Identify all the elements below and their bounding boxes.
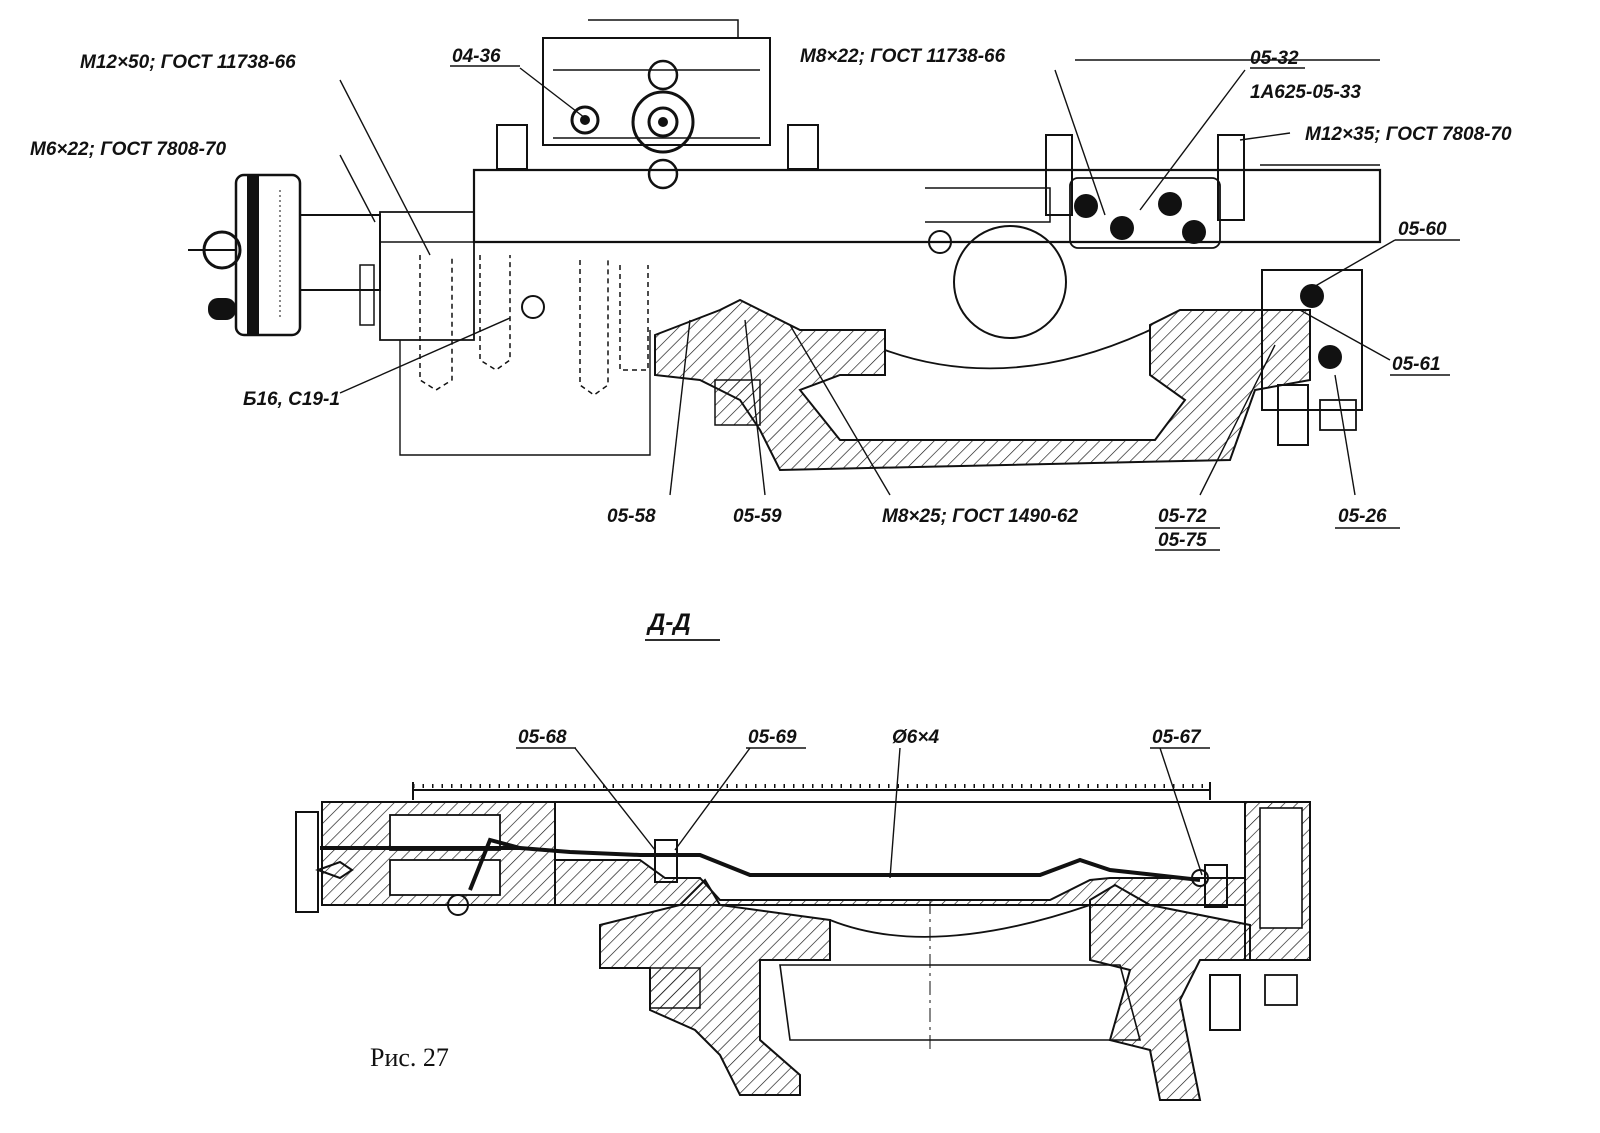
label-05-75: 05-75 (1158, 530, 1207, 551)
guide-bed-section (654, 298, 1311, 472)
label-b16-c19-1: Б16, С19-1 (243, 389, 340, 410)
label-04-36: 04-36 (452, 46, 501, 67)
label-05-59: 05-59 (733, 506, 782, 527)
label-05-69: 05-69 (748, 727, 797, 748)
label-05-67: 05-67 (1152, 727, 1202, 748)
nut-b16 (521, 295, 545, 319)
label-m12x35: M12×35; ГОСТ 7808-70 (1305, 124, 1512, 145)
top-view-assembly (188, 19, 1382, 472)
label-05-68: 05-68 (518, 727, 567, 748)
leader-lines-section (516, 747, 1210, 879)
top-view-labels: M12×50; ГОСТ 11738-66 04-36 M8×22; ГОСТ … (30, 46, 1512, 551)
nuts-top (496, 124, 1245, 221)
lubrication-pipe (295, 811, 1298, 1031)
top-housing-block (542, 19, 771, 146)
section-view-labels: 05-68 05-69 Ø6×4 05-67 (518, 727, 1202, 748)
label-m12x50: M12×50; ГОСТ 11738-66 (80, 52, 296, 73)
figure-caption: Рис. 27 (370, 1043, 449, 1072)
label-pipe-dia: Ø6×4 (892, 727, 939, 748)
surface-hatch-line (412, 782, 1211, 800)
section-title: Д-Д (646, 609, 691, 636)
label-05-60: 05-60 (1398, 219, 1447, 240)
handwheel (188, 173, 381, 337)
label-m6x22: M6×22; ГОСТ 7808-70 (30, 139, 226, 160)
right-clamp (1261, 269, 1363, 446)
section-slide-body (321, 801, 1311, 961)
bolt-04-36 (570, 105, 600, 135)
label-05-61: 05-61 (1392, 354, 1441, 375)
label-m8x22-gost11738: M8×22; ГОСТ 11738-66 (800, 46, 1006, 67)
hidden-screws (419, 255, 649, 396)
section-view-assembly (295, 782, 1311, 1101)
label-05-58: 05-58 (607, 506, 656, 527)
label-05-72: 05-72 (1158, 506, 1207, 527)
label-05-26: 05-26 (1338, 506, 1387, 527)
section-guide-bed (599, 878, 1251, 1101)
label-05-32: 05-32 (1250, 48, 1299, 69)
slide-body (379, 59, 1382, 456)
label-m8x25: M8×25; ГОСТ 1490-62 (882, 506, 1078, 527)
hinge-knob (631, 59, 695, 190)
leader-lines-top (339, 65, 1460, 551)
label-1a625-05-33: 1А625-05-33 (1250, 82, 1361, 103)
